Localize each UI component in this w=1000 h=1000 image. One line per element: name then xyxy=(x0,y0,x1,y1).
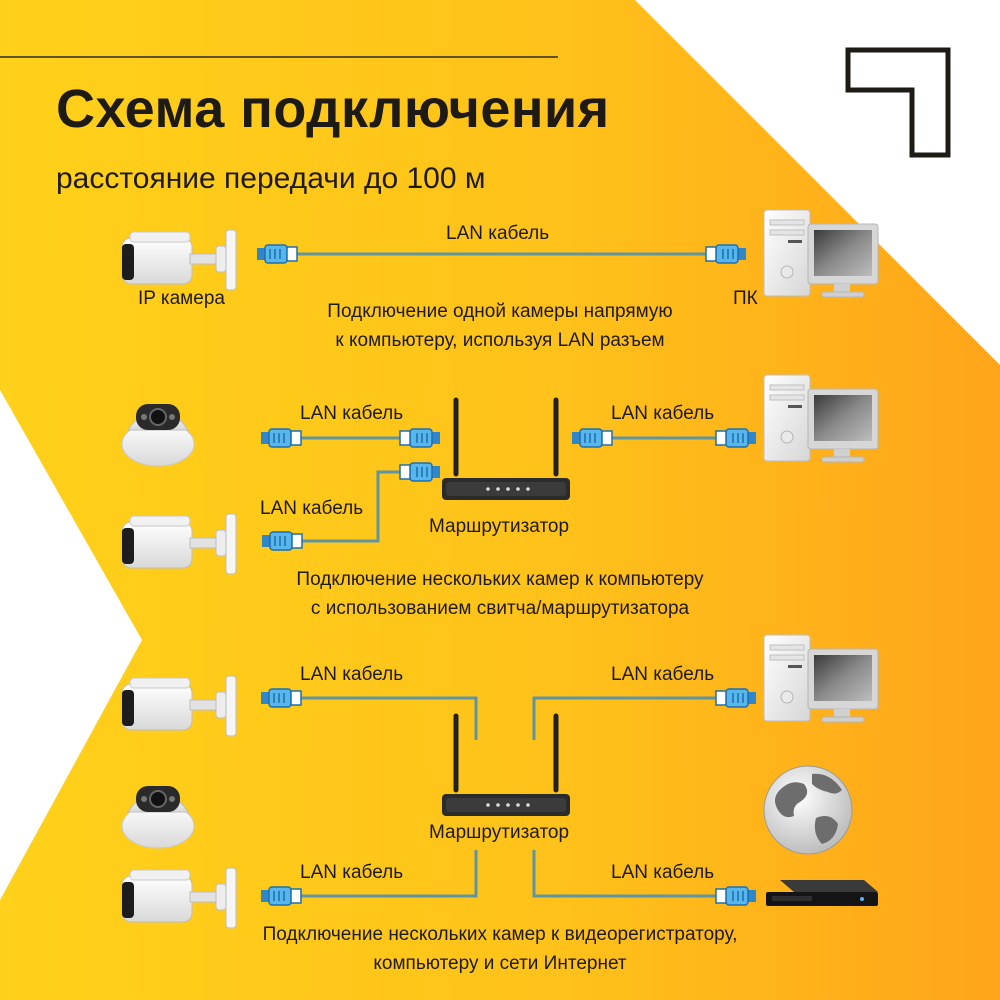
router-label: Маршрутизатор xyxy=(429,822,570,843)
cable-line xyxy=(300,696,478,740)
cable-line xyxy=(532,696,716,740)
cable-line xyxy=(302,470,402,543)
cable-label: LAN кабель xyxy=(260,498,364,519)
router-label: Маршрутизатор xyxy=(429,516,570,537)
caption-line: Подключение нескольких камер к видеореги… xyxy=(262,924,738,945)
page-subtitle: расстояние передачи до 100 м xyxy=(56,162,486,195)
caption-line: к компьютеру, используя LAN разъем xyxy=(335,330,665,351)
white-notch xyxy=(0,390,142,900)
cable-line xyxy=(532,850,716,898)
cable-label: LAN кабель xyxy=(611,664,715,685)
cable-label: LAN кабель xyxy=(300,403,404,424)
camera-label: IP камера xyxy=(138,288,225,309)
caption-line: Подключение одной камеры напрямую xyxy=(327,301,673,322)
globe-icon xyxy=(763,765,853,855)
page-title: Схема подключения xyxy=(56,79,610,139)
section3-caption: Подключение нескольких камер к видеореги… xyxy=(180,920,820,978)
cable-label: LAN кабель xyxy=(611,862,715,883)
cable-label: LAN кабель xyxy=(300,664,404,685)
pc-label: ПК xyxy=(733,288,758,309)
corner-logo-icon xyxy=(845,47,951,158)
section1-caption: Подключение одной камеры напрямую к комп… xyxy=(250,297,750,355)
section2-caption: Подключение нескольких камер к компьютер… xyxy=(200,565,800,623)
cable-label: LAN кабель xyxy=(446,223,550,244)
caption-line: с использованием свитча/маршрутизатора xyxy=(310,598,690,619)
cable-label: LAN кабель xyxy=(300,862,404,883)
video-recorder-icon xyxy=(766,880,878,906)
cable-label: LAN кабель xyxy=(611,403,715,424)
caption-line: компьютеру и сети Интернет xyxy=(373,953,627,974)
cable-line xyxy=(300,850,478,898)
caption-line: Подключение нескольких камер к компьютер… xyxy=(296,569,704,590)
